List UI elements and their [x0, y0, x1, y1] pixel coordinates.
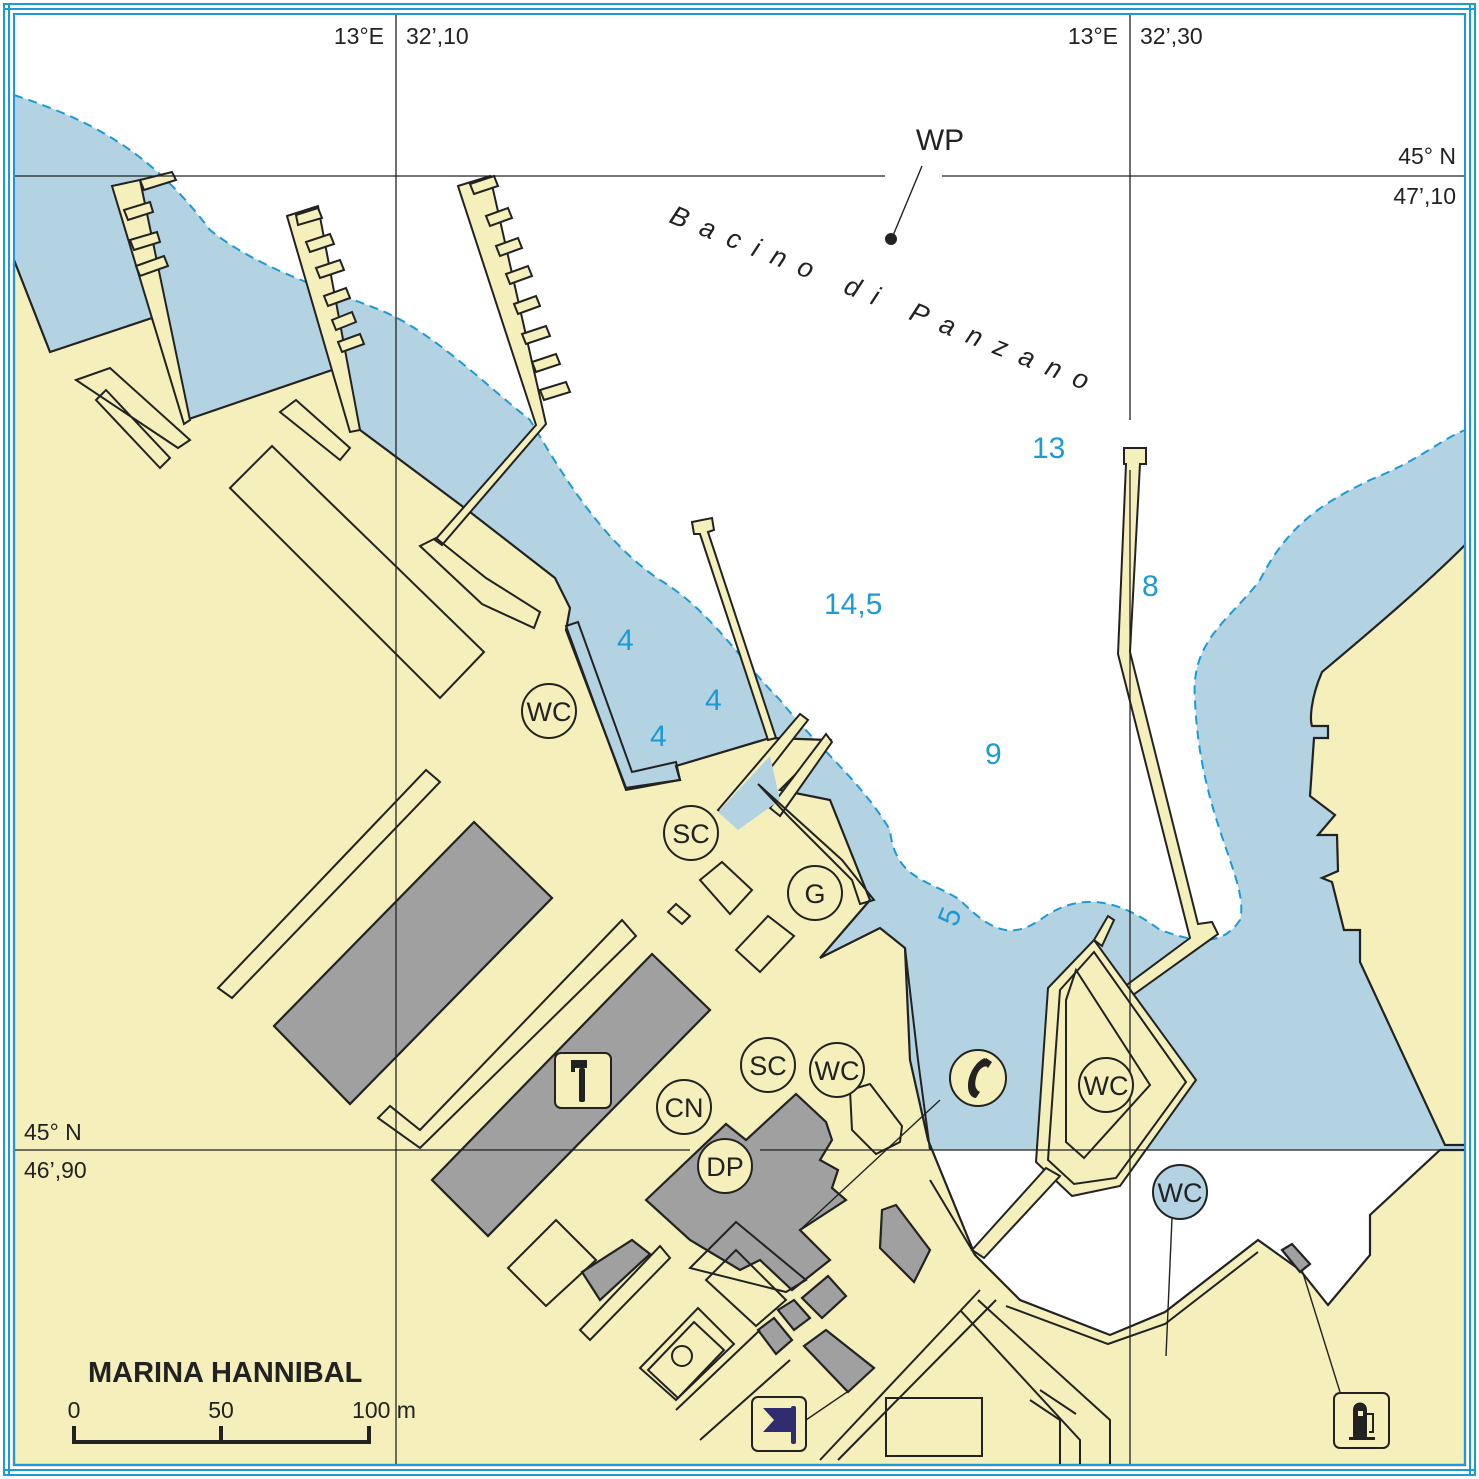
fuel-pump-icon[interactable]	[1333, 1392, 1390, 1449]
main-building	[644, 1092, 848, 1292]
coordinate-grid	[14, 14, 1465, 1465]
waypoint-marker[interactable]	[885, 233, 897, 245]
pontoon-group-middle	[285, 204, 366, 434]
svg-text:G: G	[804, 879, 825, 909]
flag-icon[interactable]	[751, 1396, 807, 1452]
wp-leader	[891, 165, 923, 239]
scale-bar: 0 50 100 m	[68, 1397, 416, 1444]
svg-text:WC: WC	[815, 1056, 860, 1086]
depth-sounding: 4	[650, 720, 667, 753]
warehouse-outline-nw	[228, 444, 486, 700]
service-wc-east[interactable]: WC	[1152, 1164, 1208, 1220]
depth-sounding: 13	[1032, 432, 1065, 465]
slipway-west	[216, 768, 442, 1000]
fuel-building	[1280, 1242, 1312, 1274]
service-cn[interactable]: CN	[656, 1079, 712, 1135]
lon-2-deg: 13°E	[1068, 23, 1118, 49]
marina-title: MARINA HANNIBAL	[88, 1357, 362, 1389]
lon-2-min: 32’,30	[1140, 23, 1203, 49]
service-wc-west[interactable]: WC	[521, 683, 577, 739]
parking-area	[885, 1397, 983, 1457]
service-g[interactable]: G	[787, 865, 843, 921]
lat-1-min: 47’,10	[1393, 183, 1456, 209]
lat-2-min: 46’,90	[24, 1157, 87, 1183]
inner-basin-quay	[564, 620, 682, 792]
waypoint-label: WP	[916, 124, 964, 157]
service-wc-mole[interactable]: WC	[1078, 1057, 1134, 1113]
service-wc-center[interactable]: WC	[809, 1042, 865, 1098]
quay-lines-nw	[73, 366, 192, 470]
depth-contour-line	[13, 94, 1466, 941]
telephone-icon[interactable]	[949, 1049, 1007, 1107]
service-dp[interactable]: DP	[697, 1138, 753, 1194]
depth-sounding: 4	[617, 624, 634, 657]
long-east-jetty	[1116, 447, 1220, 1002]
depth-sounding: 14,5	[824, 588, 882, 621]
hangar-west	[272, 820, 554, 1106]
fuel-leader	[1301, 1269, 1341, 1393]
svg-text:DP: DP	[706, 1152, 744, 1182]
slipway-middle	[376, 918, 638, 1150]
scale-tick-50: 50	[208, 1397, 234, 1423]
svg-text:WC: WC	[1084, 1071, 1129, 1101]
telephone-leader	[799, 1099, 941, 1231]
lat-2-deg: 45° N	[24, 1119, 82, 1145]
scale-tick-100: 100 m	[352, 1397, 416, 1423]
depth-sounding: 4	[705, 684, 722, 717]
svg-text:WC: WC	[1158, 1178, 1203, 1208]
svg-text:SC: SC	[672, 819, 710, 849]
lon-1-min: 32’,10	[406, 23, 469, 49]
svg-text:CN: CN	[665, 1093, 704, 1123]
flag-leader	[805, 1389, 851, 1421]
road-lines-south	[819, 947, 1111, 1465]
wc-leader	[1165, 1217, 1173, 1357]
svg-text:SC: SC	[749, 1051, 787, 1081]
lat-1-deg: 45° N	[1398, 143, 1456, 169]
crane-icon[interactable]	[554, 1052, 612, 1109]
service-sc-south[interactable]: SC	[740, 1037, 796, 1093]
chart-frame	[3, 3, 1476, 1476]
channel-jetty-south	[768, 732, 834, 818]
lon-1-deg: 13°E	[334, 23, 384, 49]
depth-sounding: 8	[1142, 570, 1159, 603]
depth-sounding: 9	[985, 738, 1002, 771]
svg-text:WC: WC	[527, 697, 572, 727]
scale-tick-0: 0	[68, 1397, 81, 1423]
central-jetty	[690, 516, 778, 742]
service-sc-north[interactable]: SC	[663, 805, 719, 861]
land-east	[1308, 542, 1467, 1147]
